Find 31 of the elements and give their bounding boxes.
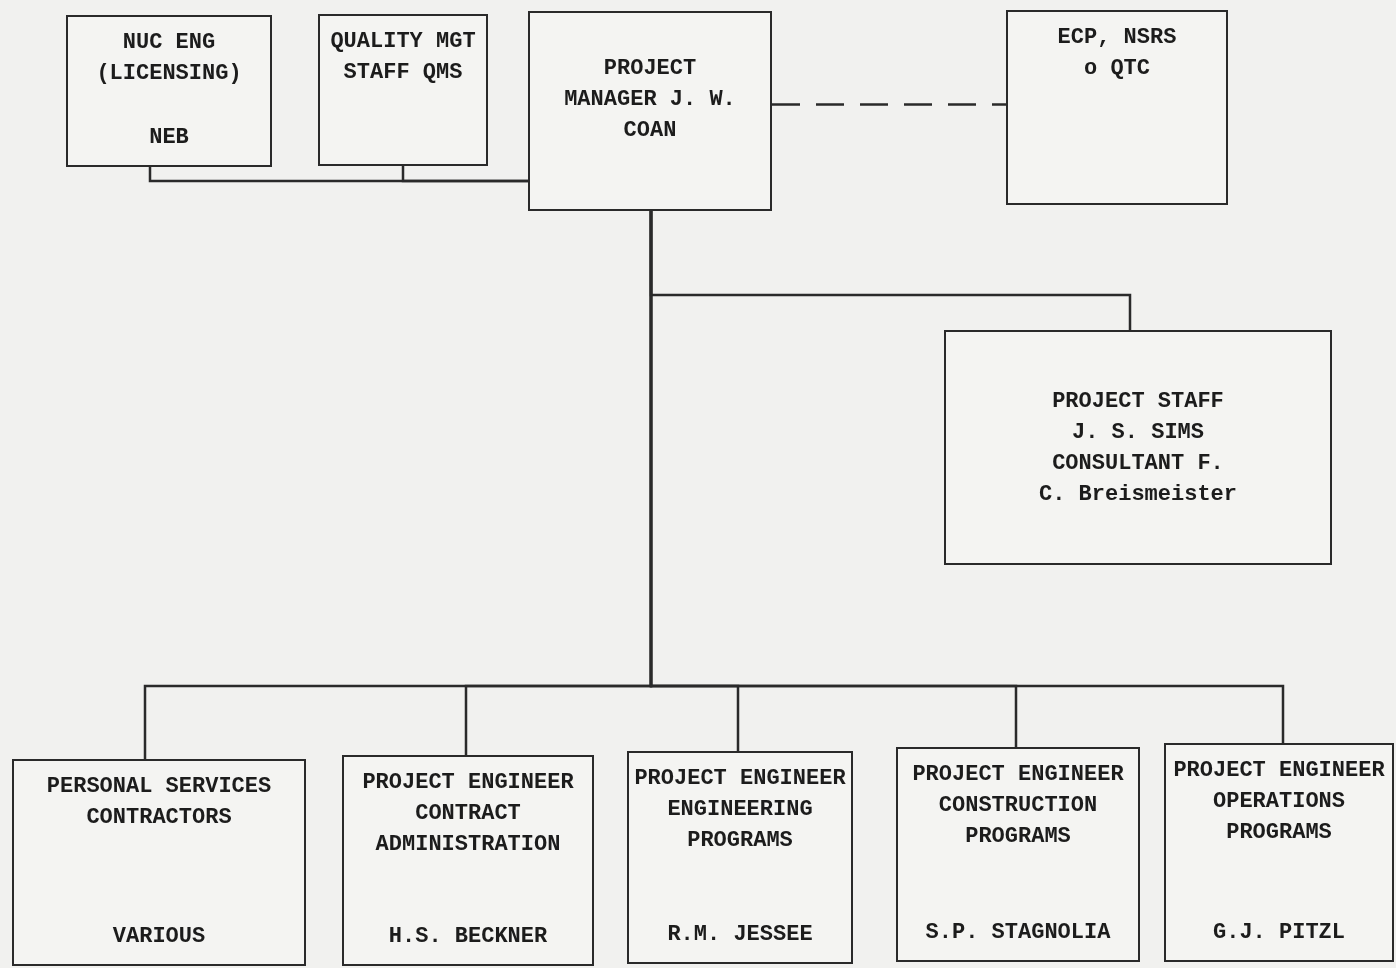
org-box (12, 759, 306, 966)
org-box (944, 330, 1332, 565)
org-box (318, 14, 488, 166)
dashed-connector (772, 103, 1006, 106)
box-title: PERSONAL SERVICES CONTRACTORS (45, 773, 273, 832)
box-subtitle: S.P. STAGNOLIA (925, 919, 1111, 947)
org-box (66, 15, 272, 167)
box-subtitle: H.S. BECKNER (388, 923, 548, 951)
box-title: NUC ENG (LICENSING) (95, 29, 243, 88)
box-title: QUALITY MGT STAFF QMS (330, 28, 476, 87)
org-box (342, 755, 594, 966)
connector-line (649, 211, 1285, 743)
org-box (1006, 10, 1228, 205)
box-title: PROJECT STAFF J. S. SIMS (1051, 387, 1225, 447)
box-subtitle: R.M. JESSEE (667, 921, 813, 949)
box-subtitle: CONSULTANT F. C. Breismeister (1037, 449, 1238, 509)
org-box (627, 751, 853, 964)
box-title: ECP, NSRS (1057, 24, 1177, 52)
connector-line (401, 166, 528, 183)
box-title: PROJECT ENGINEER OPERATIONS PROGRAMS (1172, 757, 1386, 847)
box-title: PROJECT ENGINEER CONTRACT ADMINISTRATION (361, 769, 575, 859)
box-subtitle: NEB (149, 124, 189, 152)
box-title: PROJECT ENGINEER ENGINEERING PROGRAMS (633, 765, 847, 855)
org-box (528, 11, 772, 211)
box-subtitle: VARIOUS (112, 923, 206, 951)
box-title: PROJECT MANAGER J. W. COAN (563, 55, 737, 145)
box-subtitle: G.J. PITZL (1213, 919, 1345, 947)
box-title: PROJECT ENGINEER CONSTRUCTION PROGRAMS (911, 761, 1125, 851)
org-box (896, 747, 1140, 962)
box-subtitle: o QTC (1084, 55, 1150, 83)
org-box (1164, 743, 1394, 962)
